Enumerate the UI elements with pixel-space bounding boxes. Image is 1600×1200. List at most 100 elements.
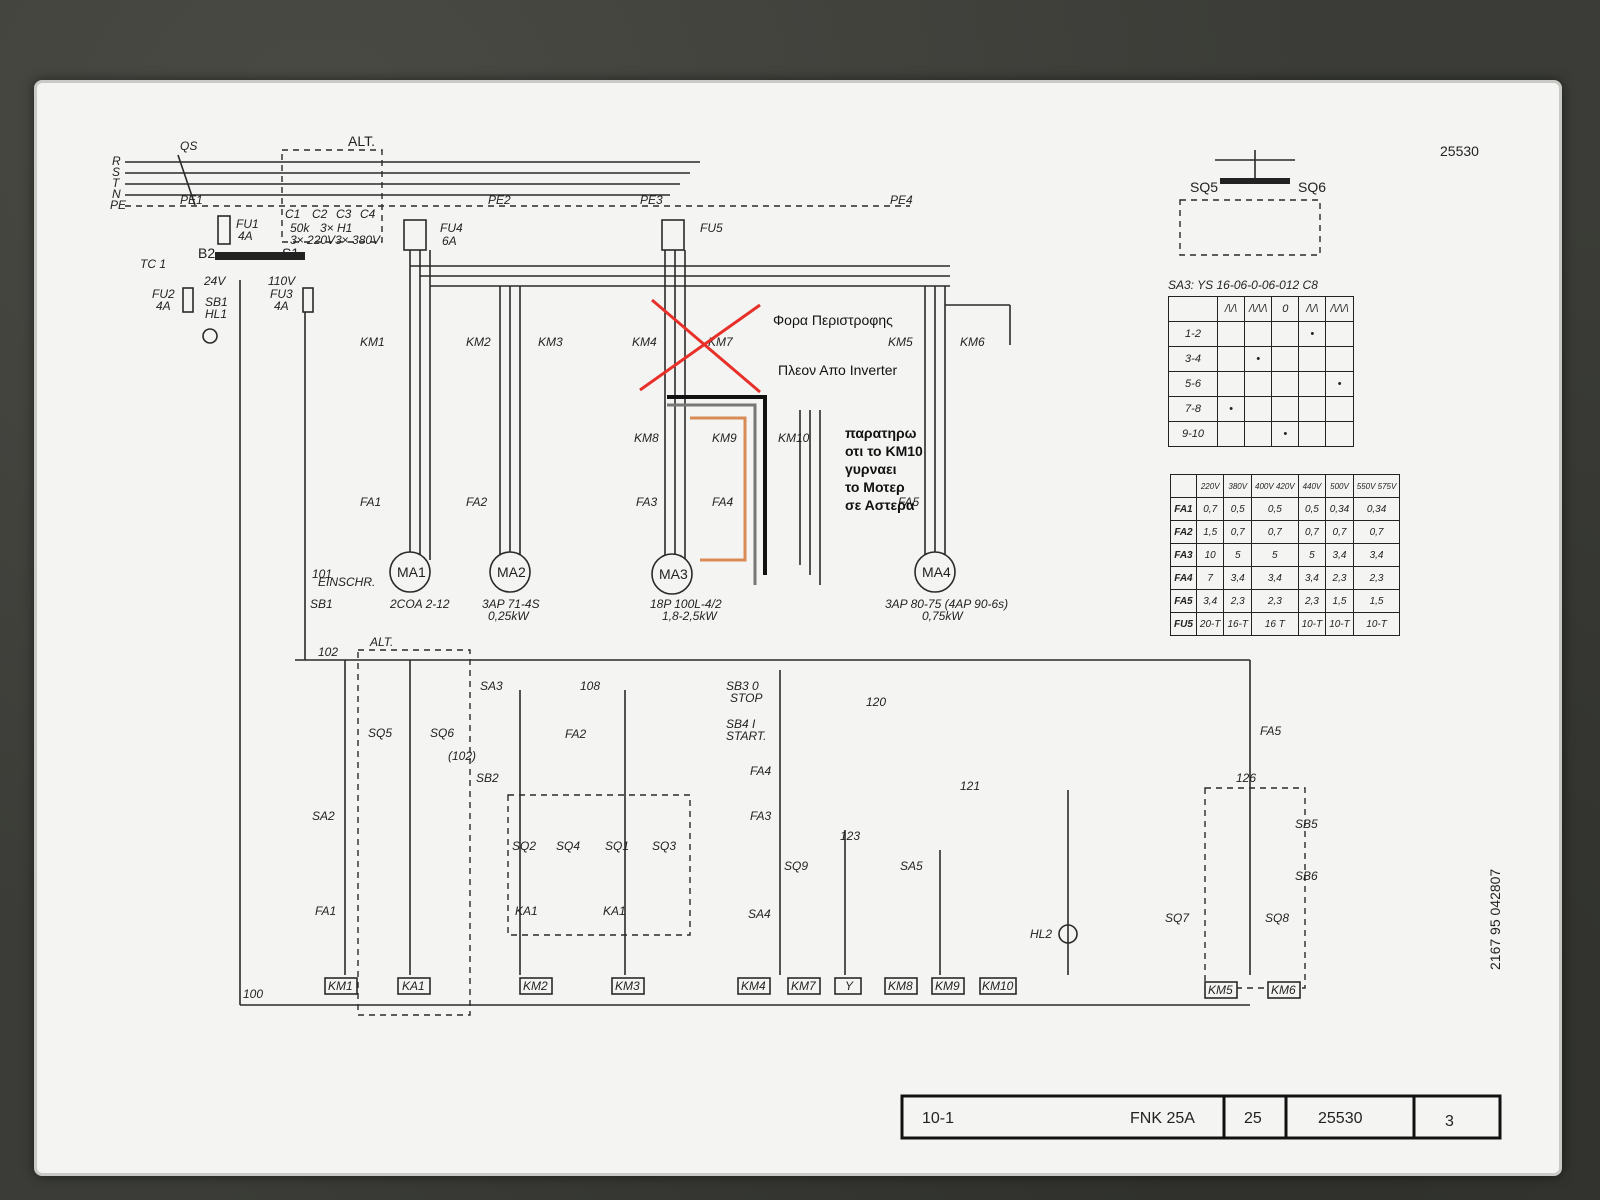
retrofit-wiring xyxy=(667,395,767,585)
coil-ka1-label: KA1 xyxy=(402,979,425,993)
sb-group-box xyxy=(1204,787,1306,989)
sq6-label: SQ6 xyxy=(430,726,454,740)
fa2-ctrl-label: FA2 xyxy=(565,727,586,741)
coil-km2 xyxy=(519,977,553,995)
ma3-label: MA3 xyxy=(659,566,688,582)
fa-value-cell: 2,3 xyxy=(1325,566,1354,590)
obs-line-2: οτι το ΚΜ10 xyxy=(845,443,923,459)
fa-row-label: FA2 xyxy=(1170,520,1197,544)
sa3-row-label: 3-4 xyxy=(1168,346,1218,372)
fuse-fu1 xyxy=(217,215,231,245)
sa3-header-cell: /\/\/\ xyxy=(1243,296,1273,322)
alt-box xyxy=(281,149,383,243)
annotation-inverter: Πλεον Απο Inverter xyxy=(778,362,898,378)
lamp-hl2-symbol xyxy=(1058,924,1078,944)
annotation-observation: παρατηρω οτι το ΚΜ10 γυρναει το Μοτερ σε… xyxy=(845,424,975,514)
sa3-empty-cell xyxy=(1298,346,1327,372)
ma4-spec: 3AP 80-75 (4AP 90-6s) xyxy=(885,597,1008,611)
coil-km7-label: KM7 xyxy=(791,979,817,993)
fuse-fu4 xyxy=(403,219,427,251)
title-block: 10-1 FNK 25A 25 25530 3 xyxy=(900,1094,1502,1140)
fa-value-cell: 5 xyxy=(1223,543,1253,567)
coil-ka1 xyxy=(397,977,431,995)
fa-value-cell: 0,5 xyxy=(1297,497,1327,521)
supply-label-s: S xyxy=(112,165,120,179)
motor-ma3 xyxy=(651,553,693,595)
ma3-power: 1,8-2,5kW xyxy=(662,609,718,623)
sa3-dot: • xyxy=(1325,371,1354,397)
fa-value-cell: 20-T xyxy=(1195,612,1225,636)
cap-spec-2: 3× 220V xyxy=(290,233,336,247)
fa-value-cell: 0,5 xyxy=(1251,497,1299,521)
sa2-label: SA2 xyxy=(312,809,335,823)
coil-km5 xyxy=(1204,981,1238,999)
km7-label: KM7 xyxy=(708,335,734,349)
fa-row-label: FA1 xyxy=(1170,497,1197,521)
obs-line-4: το Μοτερ xyxy=(845,479,905,495)
fa-value-cell: 3,4 xyxy=(1251,566,1299,590)
fa-value-cell: 0,7 xyxy=(1297,520,1327,544)
alt-control-label: ALT. xyxy=(369,635,393,649)
fa-value-cell: 3,4 xyxy=(1195,589,1225,613)
motor-ma1 xyxy=(389,551,431,593)
fu3-rating: 4A xyxy=(274,299,289,313)
hl2-label: HL2 xyxy=(1030,927,1052,941)
annotation-rotation: Φορα Περιστροφης xyxy=(773,312,893,328)
fa-value-cell: 1,5 xyxy=(1195,520,1225,544)
motor-ma4 xyxy=(914,551,956,593)
sq-detail: SQ5 SQ6 25530 xyxy=(1179,143,1479,256)
fa1-ctrl-label: FA1 xyxy=(315,904,336,918)
tc1-label: TC 1 xyxy=(140,257,166,271)
sa3-grid: /\/\/\/\/\0/\/\/\/\/\1-2•3-4•5-6•7-8•9-1… xyxy=(1168,296,1354,447)
sa3-row-label: 7-8 xyxy=(1168,396,1218,422)
sa3-empty-cell xyxy=(1243,421,1273,447)
note-102: (102) xyxy=(448,749,476,763)
sa3-empty-cell xyxy=(1325,396,1354,422)
fa-value-cell: 16-T xyxy=(1223,612,1253,636)
sa3-table: SA3: YS 16-06-0-06-012 C8 /\/\/\/\/\0/\/… xyxy=(1168,278,1354,447)
fa-value-cell: 2,3 xyxy=(1352,566,1401,590)
gray-wire xyxy=(667,403,757,585)
sa3-header-cell xyxy=(1168,296,1218,322)
coil-km7 xyxy=(787,977,821,995)
coil-km9-label: KM9 xyxy=(935,979,960,993)
sa3-empty-cell xyxy=(1243,371,1273,397)
alt-control-box xyxy=(357,649,471,1016)
fa-value-cell: 0,7 xyxy=(1251,520,1299,544)
title-sheet: 10-1 xyxy=(922,1110,954,1127)
sq2-label: SQ2 xyxy=(512,839,536,853)
fa-value-cell: 0,7 xyxy=(1195,497,1225,521)
sq1-label: SQ1 xyxy=(605,839,629,853)
fa-row-label: FA4 xyxy=(1170,566,1197,590)
fa-value-cell: 10-T xyxy=(1352,612,1401,636)
coil-km1 xyxy=(324,977,358,995)
coil-row: KM1 KA1 KM2 KM3 KM4 KM7 Y KM8 KM9 KM10 K… xyxy=(324,977,1301,999)
sa3-dot: • xyxy=(1271,421,1300,447)
fa-header-cell: 400V 420V xyxy=(1251,474,1299,498)
hl1-label: HL1 xyxy=(205,307,227,321)
sa3-empty-cell xyxy=(1271,321,1300,347)
fa-row-label: FA3 xyxy=(1170,543,1197,567)
sa3-empty-cell xyxy=(1243,396,1273,422)
motors: MA1 2COA 2-12 MA2 3AP 71-4S 0,25kW MA3 1… xyxy=(389,551,1008,623)
side-code: 2167 95 042807 xyxy=(1487,869,1503,970)
sa3-empty-cell xyxy=(1217,371,1245,397)
fa-value-cell: 0,5 xyxy=(1223,497,1253,521)
fu4-label: FU4 xyxy=(440,221,463,235)
red-cross-mark xyxy=(639,298,761,394)
sa3-row-label: 5-6 xyxy=(1168,371,1218,397)
obs-line-5: σε Αστερα xyxy=(845,497,915,513)
fa-value-cell: 0,7 xyxy=(1325,520,1354,544)
main-switch-label: QS xyxy=(180,139,197,153)
motor-feeds xyxy=(409,250,1011,585)
sa3-row-label: 9-10 xyxy=(1168,421,1218,447)
fa-value-cell: 16 T xyxy=(1251,612,1299,636)
fa-value-cell: 10-T xyxy=(1297,612,1327,636)
motor-ma2 xyxy=(489,551,531,593)
ka1-label-b: KA1 xyxy=(603,904,626,918)
fa-value-cell: 3,4 xyxy=(1297,566,1327,590)
coil-km10 xyxy=(979,977,1017,995)
